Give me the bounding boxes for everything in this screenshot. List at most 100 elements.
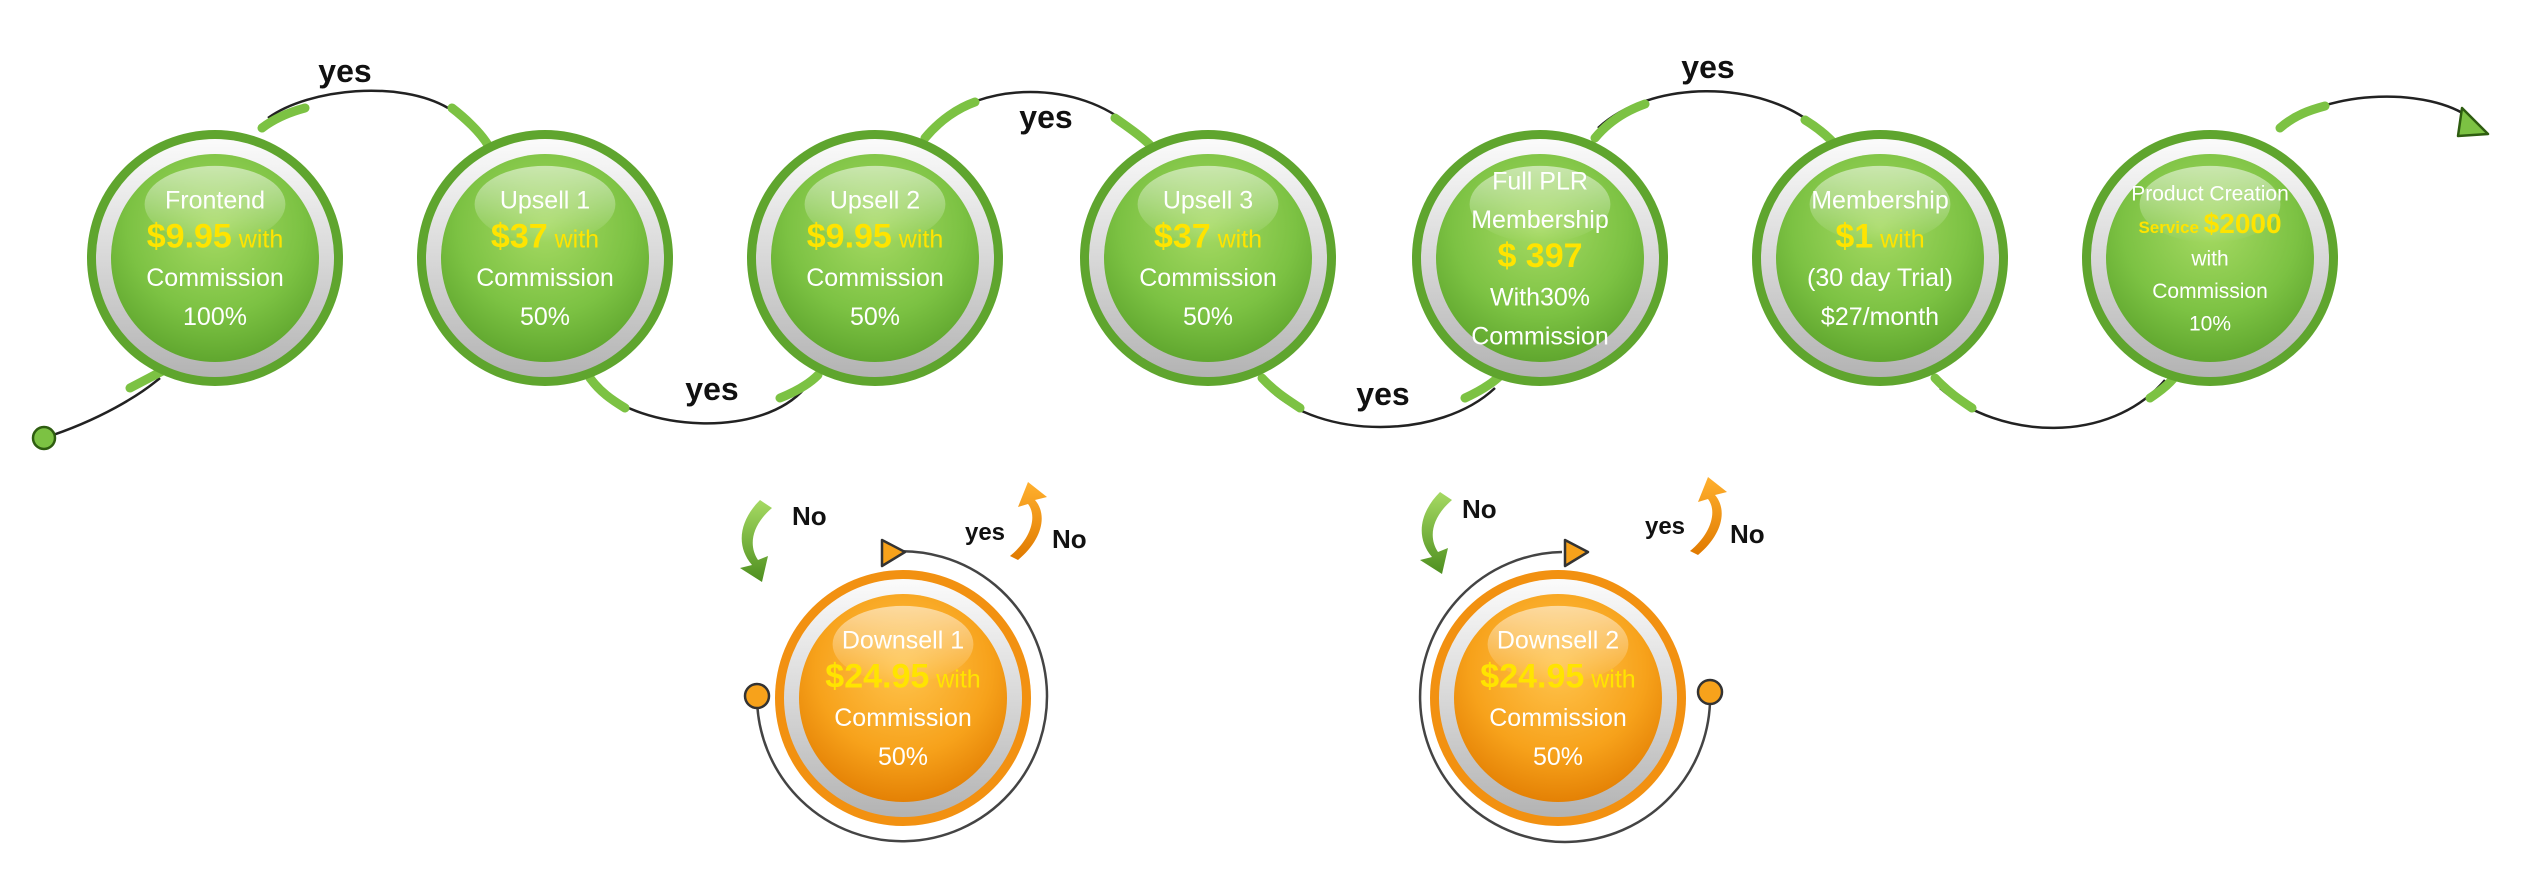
full-plr-membership-line-5: Commission xyxy=(1471,322,1609,350)
frontend-line-2: $9.95 with xyxy=(147,217,284,255)
no-label-4: No xyxy=(1730,519,1765,549)
upsell-1-line-1: Upsell 1 xyxy=(500,187,590,215)
upsell-3-line-2: $37 with xyxy=(1154,217,1262,255)
full-plr-membership-line-1: Full PLR xyxy=(1492,167,1588,195)
yes-label-4: yes xyxy=(1356,376,1409,412)
product-creation-line-2: Service $2000 xyxy=(2138,208,2281,239)
upsell-2-line-1: Upsell 2 xyxy=(830,187,920,215)
frontend-gloss xyxy=(144,165,286,243)
frontend-to-upsell1-line xyxy=(267,89,449,120)
upsell-1-price-suffix: with xyxy=(548,225,599,253)
upsell-1-line-4: 50% xyxy=(520,303,570,331)
upsell-3-line-3: Commission xyxy=(1139,264,1277,292)
no-label-1: No xyxy=(792,501,827,531)
downsell-1-gloss xyxy=(832,605,974,683)
downsell-1-line-3: Commission xyxy=(834,704,972,732)
downsell-2-arrowhead xyxy=(1563,538,1590,568)
no-down-arrow-icon xyxy=(1420,492,1452,574)
downsell-1-arrowhead xyxy=(880,538,907,568)
connector-accents xyxy=(125,97,2330,413)
frontend-line-3: Commission xyxy=(146,264,284,292)
frontend-line-1: Frontend xyxy=(165,187,265,215)
product-creation-line-1: Product Creation xyxy=(2131,182,2289,205)
downsell-2-price-suffix: with xyxy=(1584,665,1635,693)
membership-price-suffix: with xyxy=(1873,225,1924,253)
downsell-1-price: $24.95 xyxy=(825,657,929,695)
downsell-2-line-2: $24.95 with xyxy=(1480,657,1635,695)
frontend-price: $9.95 xyxy=(147,217,232,255)
upsell-1-line-3: Commission xyxy=(476,264,614,292)
upsell-2-line-4: 50% xyxy=(850,303,900,331)
downsell-1-line-4: 50% xyxy=(878,743,928,771)
yes-label-6: yes xyxy=(965,519,1005,546)
upsell-1-line-2: $37 with xyxy=(491,217,599,255)
upsell-1-price: $37 xyxy=(491,217,548,255)
membership-node: Membership$1 with (30 day Trial) $27/month xyxy=(1752,130,2008,386)
membership-line-3: (30 day Trial) xyxy=(1807,264,1953,292)
downsell-2-dot xyxy=(1696,678,1724,706)
product-creation-price: $2000 xyxy=(2204,208,2282,239)
no-up-arrow-icon xyxy=(1690,477,1727,555)
membership-line-2: $1 with xyxy=(1835,217,1924,255)
yes-label-3: yes xyxy=(1019,99,1072,135)
upsell-2-line-2: $9.95 with xyxy=(807,217,944,255)
upsell-2-gloss xyxy=(804,165,946,243)
downsell-1-line-1: Downsell 1 xyxy=(842,627,964,655)
start-to-frontend-line xyxy=(43,377,161,440)
upsell-1-gloss xyxy=(474,165,616,243)
product-creation-line-4: Commission xyxy=(2152,280,2268,303)
full-plr-membership-price: $ 397 xyxy=(1497,237,1582,275)
downsell-2-track xyxy=(1418,550,1712,844)
no-label-3: No xyxy=(1462,494,1497,524)
full-plr-membership-line-3: $ 397 xyxy=(1497,237,1582,275)
yes-label-1: yes xyxy=(318,53,371,89)
downsell-1-dot xyxy=(743,682,771,710)
downsell-1-price-suffix: with xyxy=(929,665,980,693)
membership-line-1: Membership xyxy=(1811,187,1949,215)
membership-line-4: $27/month xyxy=(1821,303,1939,331)
downsell-1-line-2: $24.95 with xyxy=(825,657,980,695)
downsell-2-line-3: Commission xyxy=(1489,704,1627,732)
downsell-2-line-4: 50% xyxy=(1533,743,1583,771)
upsell-2-line-3: Commission xyxy=(806,264,944,292)
upsell-3-line-1: Upsell 3 xyxy=(1163,187,1253,215)
membership-price: $1 xyxy=(1835,217,1873,255)
product-creation-gloss xyxy=(2139,165,2281,243)
yes-label-5: yes xyxy=(1681,49,1734,85)
no-up-arrow-icon xyxy=(1010,482,1047,560)
downsell-2-line-1: Downsell 2 xyxy=(1497,627,1619,655)
full-plr-membership-gloss xyxy=(1469,165,1611,243)
no-down-arrow-icon xyxy=(740,500,772,582)
start-dot xyxy=(31,425,57,451)
downsell-1-flow: No yes No xyxy=(740,482,1087,843)
upsell-2-price-suffix: with xyxy=(892,225,943,253)
membership-gloss xyxy=(1809,165,1951,243)
product-creation-price-prefix: Service xyxy=(2138,218,2203,237)
product-creation-line-5: 10% xyxy=(2189,312,2231,335)
frontend-line-4: 100% xyxy=(183,303,247,331)
upsell-3-line-4: 50% xyxy=(1183,303,1233,331)
full-plr-membership-line-4: With30% xyxy=(1490,284,1590,312)
product-creation-line-3: with xyxy=(2190,247,2228,270)
yes-label-2: yes xyxy=(685,371,738,407)
downsell-2-gloss xyxy=(1487,605,1629,683)
no-label-2: No xyxy=(1052,524,1087,554)
yes-label-7: yes xyxy=(1645,513,1685,540)
upsell-3-price-suffix: with xyxy=(1211,225,1262,253)
upsell-3-gloss xyxy=(1137,165,1279,243)
full-plr-membership-line-2: Membership xyxy=(1471,206,1609,234)
downsell-1-track xyxy=(755,550,1049,843)
downsell-2-flow: No yes No xyxy=(1418,477,1765,844)
upsell-3-price: $37 xyxy=(1154,217,1211,255)
upsell-2-price: $9.95 xyxy=(807,217,892,255)
